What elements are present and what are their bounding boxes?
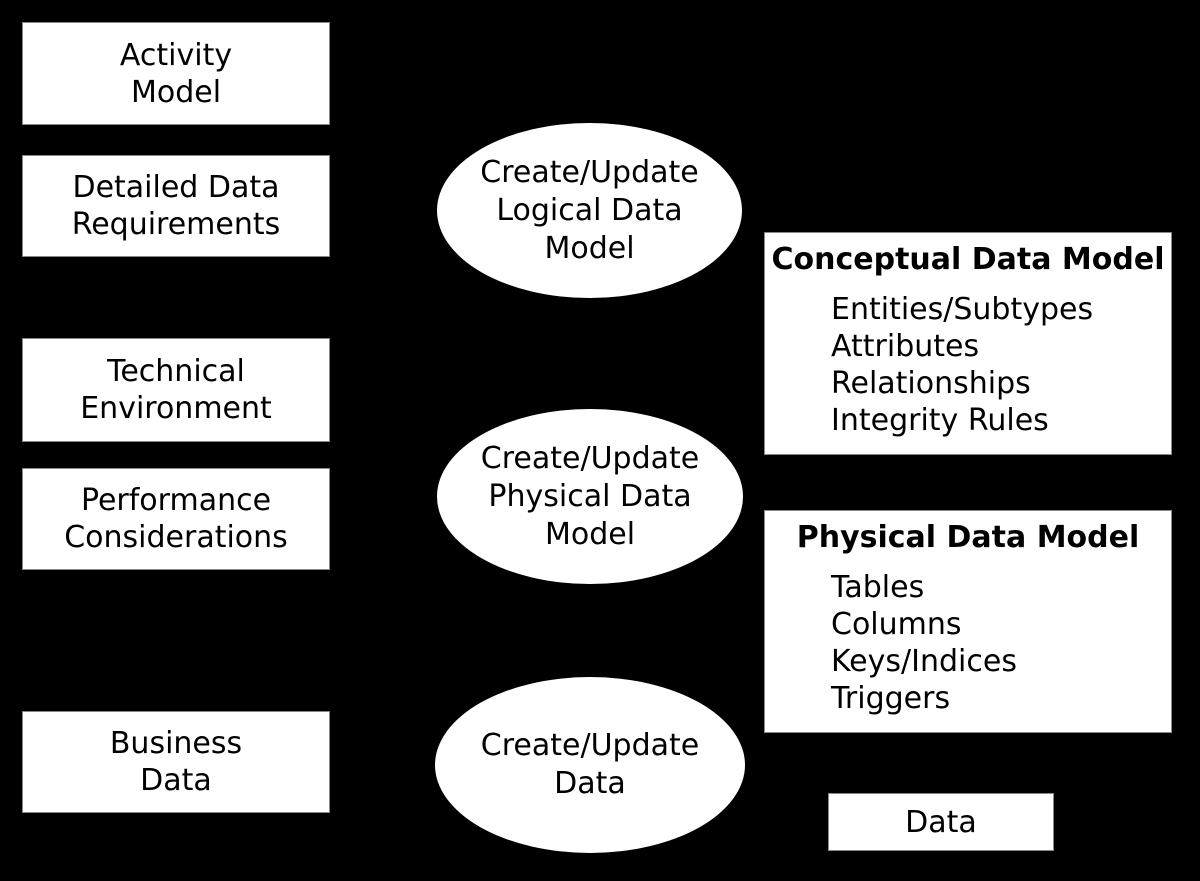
create-update-physical-data-model-label: Create/Update Physical Data Model	[480, 440, 700, 552]
detailed-data-requirements-label: Detailed Data Requirements	[71, 170, 281, 242]
process-create-update-logical-data-model: Create/Update Logical Data Model	[437, 123, 742, 298]
physical-data-model-items: Tables Columns Keys/Indices Triggers	[765, 569, 1171, 717]
conceptual-data-model-items: Entities/Subtypes Attributes Relationshi…	[765, 291, 1171, 439]
data-label: Data	[905, 804, 977, 840]
activity-model-label: Activity Model	[119, 37, 233, 110]
output-box-data: Data	[828, 793, 1054, 851]
list-item: Tables	[831, 570, 925, 605]
list-item: Attributes	[831, 329, 980, 364]
input-box-business-data: Business Data	[22, 711, 330, 813]
process-create-update-data: Create/Update Data	[435, 677, 745, 853]
create-update-logical-data-model-label: Create/Update Logical Data Model	[480, 154, 699, 266]
physical-data-model-title: Physical Data Model	[796, 520, 1140, 555]
output-box-physical-data-model: Physical Data Model Tables Columns Keys/…	[764, 510, 1172, 733]
input-box-detailed-data-requirements: Detailed Data Requirements	[22, 155, 330, 257]
list-item: Columns	[831, 607, 962, 642]
business-data-label: Business Data	[109, 726, 243, 798]
input-box-activity-model: Activity Model	[22, 22, 330, 125]
list-item: Keys/Indices	[831, 644, 1017, 679]
input-box-technical-environment: Technical Environment	[22, 338, 330, 442]
list-item: Integrity Rules	[831, 403, 1049, 438]
technical-environment-label: Technical Environment	[80, 354, 272, 426]
list-item: Triggers	[831, 681, 951, 716]
create-update-data-label: Create/Update Data	[480, 728, 700, 801]
output-box-conceptual-data-model: Conceptual Data Model Entities/Subtypes …	[764, 232, 1172, 455]
performance-considerations-label: Performance Considerations	[64, 483, 288, 555]
input-box-performance-considerations: Performance Considerations	[22, 468, 330, 570]
list-item: Entities/Subtypes	[831, 292, 1094, 327]
process-create-update-physical-data-model: Create/Update Physical Data Model	[437, 409, 743, 584]
conceptual-data-model-title: Conceptual Data Model	[771, 242, 1165, 277]
list-item: Relationships	[831, 366, 1031, 401]
